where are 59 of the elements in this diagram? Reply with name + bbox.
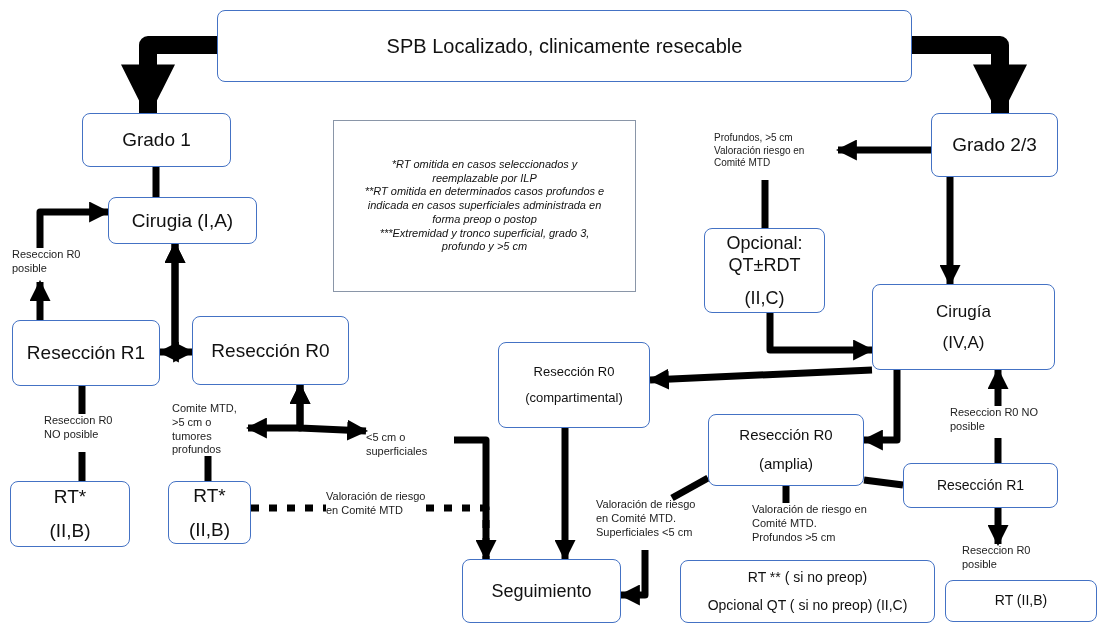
box-text: (II,B) [188,517,231,542]
arrow [987,508,1009,547]
process-box [12,320,160,386]
note-text: **RT omitida en determinados casos profundos e indicada en casos superficiales administrada en forma preop o postop [363,185,606,227]
condition-text: Reseccion R0 posible [962,544,1046,572]
box-text: Opcional: QT±RDT [725,231,804,277]
note-box [333,120,636,292]
box-text: Seguimiento [491,579,592,603]
process-box [903,463,1058,508]
process-box [462,559,621,623]
condition-text: Reseccion R0 NO posible [950,406,1042,434]
connector-line [152,167,160,197]
box-text: (IV,A) [942,332,985,354]
process-box [931,113,1058,177]
condition-text: Comite MTD, >5 cm o tumores profundos [172,402,248,457]
process-box [704,228,825,313]
box-text: Grado 1 [122,128,191,152]
process-box [168,481,251,544]
arrow [835,139,931,161]
process-box [108,197,257,244]
process-box [872,284,1055,370]
box-text: Resección R0 [739,426,833,445]
condition-text: Valoración de riesgo en Comité MTD [326,490,426,518]
box-text: Opcional QT ( si no preop) (II,C) [707,596,908,614]
connector-line [670,474,710,502]
box-text: RT* [193,483,226,508]
process-box [498,342,650,428]
condition-text: Valoración de riesgo en Comité MTD. Profundos >5 cm [752,503,868,545]
process-box [192,316,349,385]
box-text: RT (II,B) [994,592,1048,610]
box-text: (II,C) [744,286,785,310]
box-text: Cirugia (I,A) [131,208,234,233]
box-text: (compartimental) [525,390,623,407]
process-box [82,113,231,167]
box-text: (amplia) [758,455,814,474]
box-text: RT ** ( si no preop) [747,569,868,587]
arrow [29,279,51,320]
box-text: SPB Localizado, clinicamente resecable [386,33,743,59]
box-text: (II,B) [49,519,91,543]
box-text: Resección R0 [211,338,330,363]
process-box [10,481,130,547]
process-box [680,560,935,623]
condition-text: Valoración de riesgo en Comité MTD. Superficiales <5 cm [596,498,708,540]
box-text: RT* [53,485,87,509]
condition-text: Reseccion R0 NO posible [44,414,120,442]
box-text: Resección R1 [936,476,1025,495]
condition-text: Reseccion R0 posible [12,248,86,276]
box-text: Resección R0 [533,363,615,380]
condition-text: Profundos, >5 cm Valoración riesgo en Comité MTD [714,132,838,170]
connector-line [863,476,904,489]
condition-text: <5 cm o superficiales [366,431,454,459]
note-text: *RT omitida en casos seleccionados y reemplazable por ILP [390,157,579,186]
note-text: ***Extremidad y tronco superficial, grado 3, profundo y >5 cm [378,226,591,255]
process-box [217,10,912,82]
process-box [945,580,1097,622]
process-box [708,414,864,486]
box-text: Resección R1 [26,341,146,365]
box-text: Grado 2/3 [952,133,1037,157]
box-text: Cirugía [936,300,991,322]
